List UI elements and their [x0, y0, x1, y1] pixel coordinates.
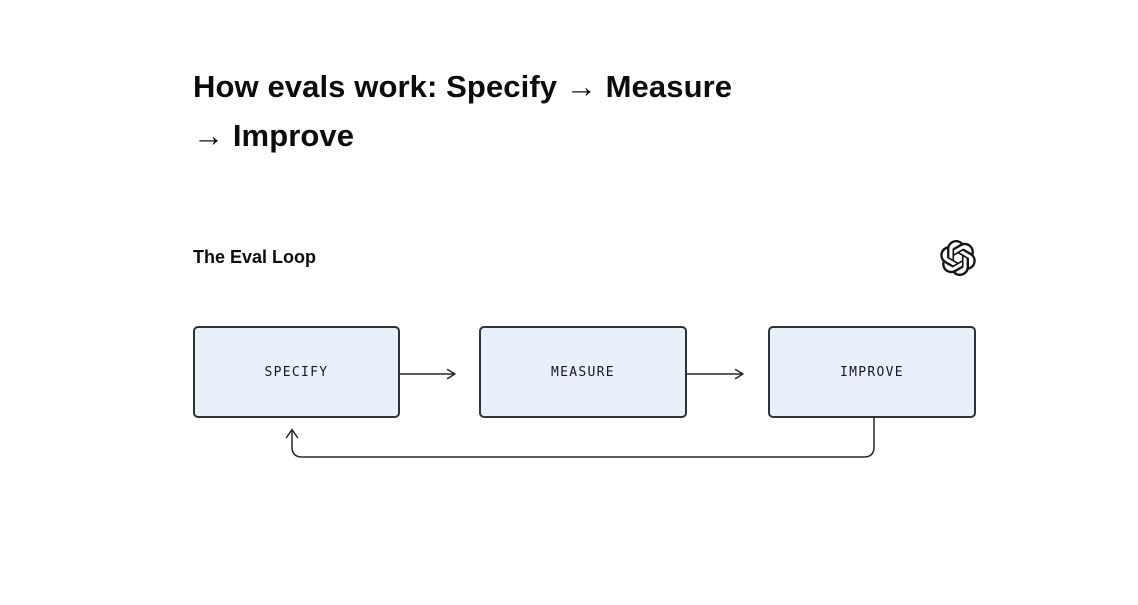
page-title: How evals work: Specify → Measure → Impr… — [193, 62, 732, 160]
flow-box-improve: IMPROVE — [768, 326, 976, 418]
flow-box-specify: SPECIFY — [193, 326, 400, 418]
title-line-2: → Improve — [193, 118, 355, 153]
flow-box-measure: MEASURE — [479, 326, 687, 418]
openai-logo-icon — [940, 240, 976, 276]
flow-box-specify-label: SPECIFY — [264, 364, 329, 380]
flow-box-improve-label: IMPROVE — [840, 364, 904, 380]
title-line-1: How evals work: Specify → Measure — [193, 69, 733, 104]
loop-back-arrow-improve-to-specify-icon — [285, 417, 875, 458]
flow-box-measure-label: MEASURE — [551, 364, 615, 380]
arrow-measure-to-improve-icon — [686, 368, 744, 380]
arrow-specify-to-measure-icon — [399, 368, 456, 380]
diagram-section-label: The Eval Loop — [193, 247, 317, 267]
